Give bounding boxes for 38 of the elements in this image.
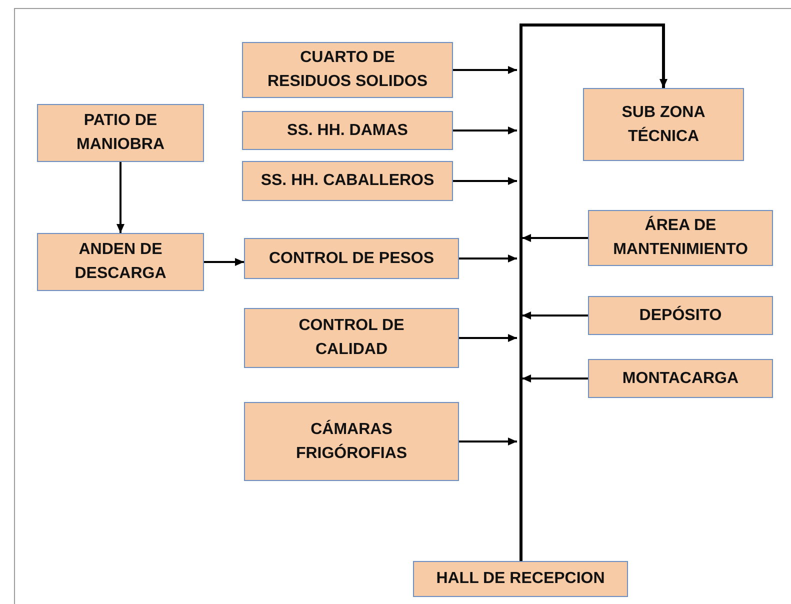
arrow: [522, 374, 588, 382]
process-box: [583, 88, 744, 161]
process-box: [413, 561, 628, 597]
process-box: [37, 104, 204, 162]
process-box: [244, 308, 459, 368]
arrow: [522, 234, 588, 242]
process-box: [242, 161, 453, 201]
box-label: CONTROL DE CALIDAD: [298, 316, 406, 360]
process-box: [37, 233, 204, 291]
arrow: [459, 334, 517, 342]
box-label: ANDEN DE DESCARGA: [74, 240, 168, 284]
box-label: SS. HH. CABALLEROS: [260, 171, 434, 191]
box-label: ÁREA DE MANTENIMIENTO: [612, 214, 749, 260]
arrow: [453, 66, 517, 74]
process-box: [244, 402, 459, 481]
process-box: [242, 42, 453, 98]
box-label: SUB ZONA TÉCNICA: [620, 102, 706, 146]
arrow: [116, 162, 124, 233]
arrow: [453, 177, 517, 185]
box-label: HALL DE RECEPCION: [436, 569, 605, 589]
arrow: [459, 254, 517, 262]
arrow: [453, 126, 517, 134]
process-box: [588, 359, 773, 398]
box-label: SS. HH. DAMAS: [287, 120, 408, 140]
box-label: DEPÓSITO: [639, 304, 722, 326]
process-box: [588, 296, 773, 335]
arrow: [522, 312, 588, 320]
process-box: [588, 210, 773, 266]
arrow: [204, 258, 244, 266]
process-box: [242, 111, 453, 150]
arrow: [520, 24, 668, 561]
arrow: [459, 438, 517, 446]
box-label: CONTROL DE PESOS: [268, 248, 434, 268]
box-label: CUARTO DE RESIDUOS SOLIDOS: [266, 48, 429, 92]
box-label: MONTACARGA: [622, 368, 739, 388]
box-label: CÁMARAS FRIGÓROFIAS: [294, 418, 408, 464]
process-box: [244, 238, 459, 279]
box-label: PATIO DE MANIOBRA: [76, 111, 166, 155]
